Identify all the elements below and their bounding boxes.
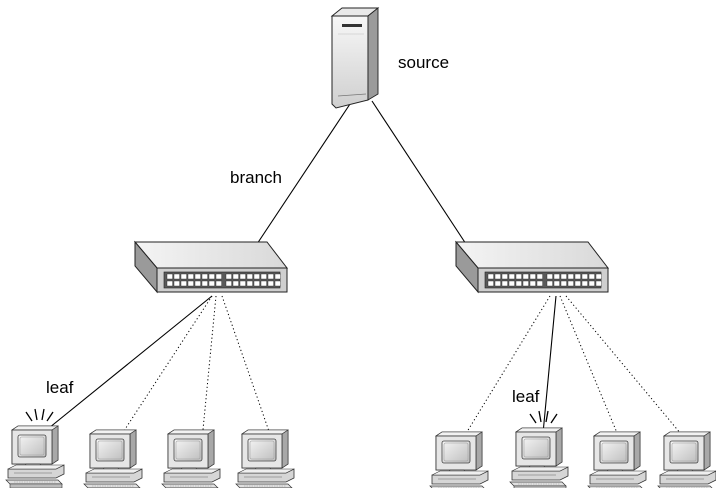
computer-left-2: [83, 429, 143, 488]
switch-port: [553, 273, 560, 280]
link-source-to-right-switch: [371, 100, 467, 245]
branch-label: branch: [230, 168, 282, 187]
switch-port: [201, 273, 208, 280]
switch-port: [194, 280, 201, 287]
switch-port: [529, 280, 536, 287]
link-right-switch-to-pc-2: [541, 295, 557, 445]
computer-left-4: [235, 429, 295, 488]
switch-port: [246, 280, 253, 287]
switch-port: [201, 280, 208, 287]
switch-port: [166, 280, 173, 287]
switch-port: [560, 273, 567, 280]
switch-port: [501, 273, 508, 280]
switch-port: [553, 280, 560, 287]
switch-port: [546, 273, 553, 280]
switch-port: [267, 280, 274, 287]
switch-port: [246, 273, 253, 280]
switch-port: [173, 280, 180, 287]
computer-left-3: [161, 429, 221, 488]
switch-port: [581, 273, 588, 280]
switch-port: [225, 273, 232, 280]
switch-port: [567, 280, 574, 287]
switch-port: [536, 273, 543, 280]
switch-port: [494, 280, 501, 287]
switch-port: [260, 273, 267, 280]
source-label: source: [398, 53, 449, 72]
activity-signal-icon: [529, 410, 558, 424]
switch-port: [239, 273, 246, 280]
links: [43, 100, 687, 445]
link-left-switch-to-pc-4: [221, 295, 273, 441]
switch-port: [588, 280, 595, 287]
switch-port: [581, 280, 588, 287]
switch-port: [487, 273, 494, 280]
switch-port: [515, 280, 522, 287]
right-switch: [455, 241, 609, 293]
switch-port: [574, 273, 581, 280]
link-left-switch-to-pc-2: [117, 295, 213, 441]
computer-right-2: [509, 410, 569, 488]
computer-left-1: [5, 408, 65, 488]
switch-port: [508, 280, 515, 287]
activity-signal-icon: [25, 408, 54, 422]
link-left-switch-to-pc-3: [201, 295, 217, 441]
switch-port: [215, 273, 222, 280]
switch-port: [515, 273, 522, 280]
switch-port: [546, 280, 553, 287]
link-right-switch-to-pc-1: [461, 295, 551, 441]
computer-right-1: [429, 431, 489, 488]
switch-port: [536, 280, 543, 287]
link-right-switch-to-pc-4: [565, 295, 687, 441]
switch-port: [260, 280, 267, 287]
switch-port: [274, 280, 281, 287]
switch-port: [166, 273, 173, 280]
switch-port: [267, 273, 274, 280]
switch-port: [208, 280, 215, 287]
left-switch: [134, 241, 288, 293]
leaf-label-left: leaf: [46, 378, 74, 397]
switch-port: [595, 280, 602, 287]
switch-port: [588, 273, 595, 280]
switch-port: [253, 280, 260, 287]
link-right-switch-to-pc-3: [559, 295, 621, 441]
server-icon: [330, 7, 380, 109]
switch-port: [253, 273, 260, 280]
switch-port: [595, 273, 602, 280]
link-source-to-left-switch: [256, 100, 353, 245]
network-switch-icon: [166, 273, 281, 287]
computer-right-4: [657, 431, 716, 488]
switch-port: [522, 273, 529, 280]
switch-port: [560, 280, 567, 287]
switch-port: [494, 273, 501, 280]
switch-port: [180, 273, 187, 280]
switch-port: [501, 280, 508, 287]
link-left-switch-to-pc-1: [43, 295, 213, 433]
leaf-label-right: leaf: [512, 387, 540, 406]
switch-port: [173, 273, 180, 280]
switch-port: [487, 280, 494, 287]
switch-port: [187, 280, 194, 287]
switch-port: [567, 273, 574, 280]
network-switch-icon: [487, 273, 602, 287]
computer-right-3: [587, 431, 647, 488]
switch-port: [208, 273, 215, 280]
switch-port: [274, 273, 281, 280]
switch-port: [529, 273, 536, 280]
switch-port: [194, 273, 201, 280]
switch-port: [522, 280, 529, 287]
switch-port: [239, 280, 246, 287]
switch-port: [225, 280, 232, 287]
switch-port: [215, 280, 222, 287]
switch-port: [508, 273, 515, 280]
switch-port: [180, 280, 187, 287]
switch-port: [232, 280, 239, 287]
switch-port: [187, 273, 194, 280]
switch-port: [232, 273, 239, 280]
switch-port: [574, 280, 581, 287]
